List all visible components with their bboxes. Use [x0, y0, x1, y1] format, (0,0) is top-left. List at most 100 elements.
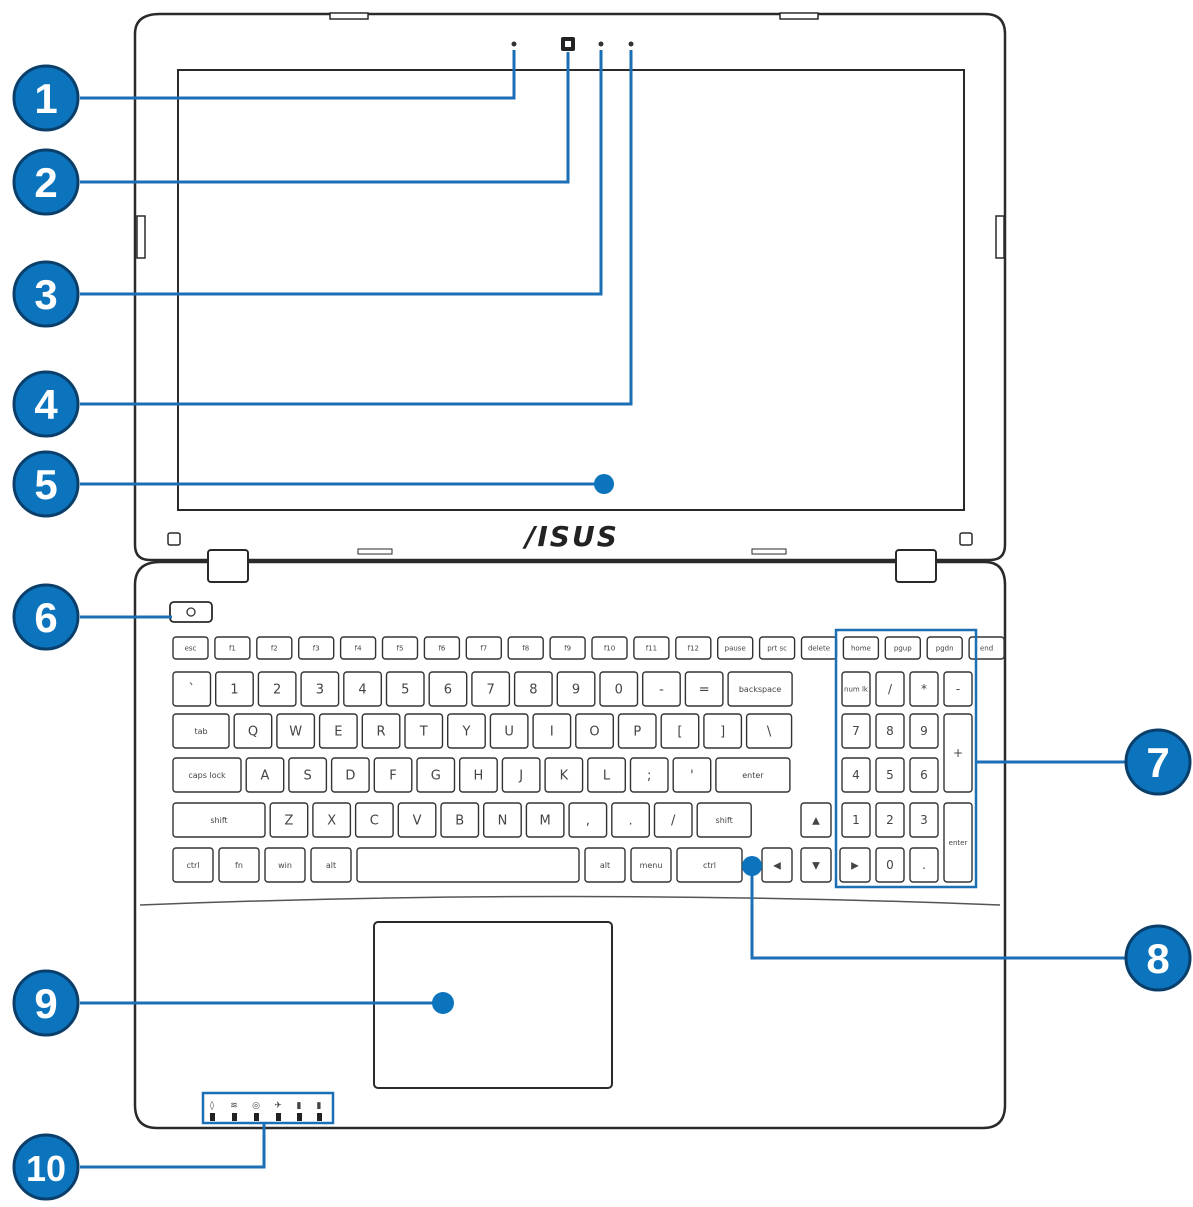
numpad-key-minus[interactable] — [943, 671, 973, 707]
key-ctrl-0[interactable] — [172, 847, 214, 883]
key-d-3[interactable] — [330, 757, 370, 793]
key-f12[interactable] — [675, 636, 712, 660]
key-f2[interactable] — [256, 636, 293, 660]
numpad-key-enter[interactable] — [943, 802, 973, 883]
key-v-4[interactable] — [397, 802, 437, 838]
key-space-4[interactable] — [356, 847, 580, 883]
key-ctrl-7[interactable] — [676, 847, 743, 883]
key-menu-6[interactable] — [630, 847, 672, 883]
numpad-key-divide[interactable] — [875, 671, 905, 707]
key-4-4[interactable] — [343, 671, 382, 707]
key-arrow-up[interactable] — [800, 802, 832, 838]
key-sym-11[interactable] — [642, 671, 681, 707]
key-k-8[interactable] — [544, 757, 584, 793]
key-h-6[interactable] — [459, 757, 498, 793]
key-sym-9[interactable] — [611, 802, 650, 838]
key-pgup[interactable] — [884, 636, 921, 660]
power-button[interactable] — [169, 601, 213, 623]
key-arrow-left[interactable] — [761, 847, 793, 883]
key-arrow-right[interactable] — [839, 847, 871, 883]
key-sym-8[interactable] — [568, 802, 608, 838]
key-esc[interactable] — [172, 636, 209, 660]
key-sym-12[interactable] — [703, 713, 743, 749]
key-5-5[interactable] — [385, 671, 425, 707]
key-tab-0[interactable] — [172, 713, 230, 749]
key-w-2[interactable] — [276, 713, 316, 749]
key-r-4[interactable] — [361, 713, 401, 749]
key-enter-12[interactable] — [715, 757, 791, 793]
numpad-key-4[interactable] — [841, 757, 871, 793]
key-3-3[interactable] — [300, 671, 340, 707]
numpad-key-6[interactable] — [909, 757, 939, 793]
key-shift-0[interactable] — [172, 802, 266, 838]
key-f10[interactable] — [591, 636, 628, 660]
key-f5[interactable] — [381, 636, 419, 660]
key-prt-sc[interactable] — [758, 636, 796, 660]
key-f9[interactable] — [549, 636, 586, 660]
numpad-key-multiply[interactable] — [909, 671, 939, 707]
key-g-5[interactable] — [416, 757, 456, 793]
numpad-key-2[interactable] — [875, 802, 905, 838]
key-a-1[interactable] — [245, 757, 285, 793]
key-backspace-13[interactable] — [727, 671, 793, 707]
key-arrow-down[interactable] — [800, 847, 832, 883]
key-end[interactable] — [968, 636, 1005, 660]
key-sym-11[interactable] — [660, 713, 700, 749]
key-t-5[interactable] — [404, 713, 444, 749]
key-f8[interactable] — [507, 636, 544, 660]
key-f7[interactable] — [465, 636, 502, 660]
key-sym-13[interactable] — [745, 713, 793, 749]
numpad-key-7[interactable] — [841, 713, 871, 749]
key-f-4[interactable] — [373, 757, 413, 793]
key-i-8[interactable] — [532, 713, 572, 749]
key-x-2[interactable] — [312, 802, 352, 838]
key-c-3[interactable] — [354, 802, 394, 838]
key-8-8[interactable] — [513, 671, 553, 707]
key-pgdn[interactable] — [926, 636, 963, 660]
key-m-7[interactable] — [525, 802, 565, 838]
key-p-10[interactable] — [617, 713, 657, 749]
key-s-2[interactable] — [288, 757, 328, 793]
key-fn-1[interactable] — [218, 847, 260, 883]
numpad-key-8[interactable] — [875, 713, 905, 749]
key-home[interactable] — [842, 636, 880, 660]
key-win-2[interactable] — [264, 847, 306, 883]
key-sym-12[interactable] — [684, 671, 724, 707]
key-o-9[interactable] — [575, 713, 614, 749]
key-0-10[interactable] — [599, 671, 639, 707]
key-f11[interactable] — [633, 636, 670, 660]
key-sym-10[interactable] — [653, 802, 693, 838]
key-l-9[interactable] — [587, 757, 626, 793]
key-pause[interactable] — [717, 636, 754, 660]
key-f1[interactable] — [214, 636, 251, 660]
key-f6[interactable] — [423, 636, 461, 660]
numpad-key-9[interactable] — [909, 713, 939, 749]
key-q-1[interactable] — [233, 713, 273, 749]
numpad-key-5[interactable] — [875, 757, 905, 793]
key-u-7[interactable] — [489, 713, 529, 749]
key-y-6[interactable] — [447, 713, 486, 749]
key-1-1[interactable] — [214, 671, 254, 707]
touchpad[interactable] — [373, 921, 613, 1089]
key-alt-3[interactable] — [310, 847, 352, 883]
key-2-2[interactable] — [257, 671, 297, 707]
numpad-key-plus[interactable] — [943, 713, 973, 793]
key-6-6[interactable] — [428, 671, 468, 707]
key-shift-11[interactable] — [696, 802, 752, 838]
numpad-key-decimal[interactable] — [909, 847, 939, 883]
key-b-5[interactable] — [440, 802, 480, 838]
key-caps-lock-0[interactable] — [172, 757, 242, 793]
key-7-7[interactable] — [471, 671, 511, 707]
key-e-3[interactable] — [318, 713, 358, 749]
key-f4[interactable] — [339, 636, 377, 660]
key-alt-5[interactable] — [584, 847, 626, 883]
numpad-key-3[interactable] — [909, 802, 939, 838]
key-n-6[interactable] — [483, 802, 522, 838]
key-sym-0[interactable] — [172, 671, 212, 707]
key-sym-10[interactable] — [629, 757, 669, 793]
numpad-key-1[interactable] — [841, 802, 871, 838]
numpad-key-numlk[interactable] — [841, 671, 871, 707]
key-z-1[interactable] — [269, 802, 309, 838]
key-9-9[interactable] — [556, 671, 596, 707]
numpad-key-0[interactable] — [875, 847, 905, 883]
